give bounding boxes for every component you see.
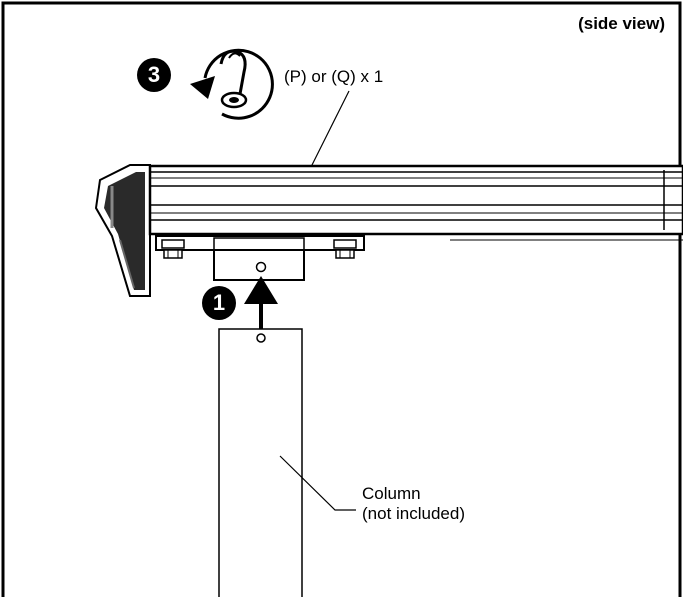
- column-receiver: [213, 249, 305, 281]
- tighten-bolt-icon: [190, 48, 274, 120]
- column-label-line-1: Column: [362, 484, 421, 503]
- column: [218, 328, 303, 597]
- mounting-plate: [155, 235, 365, 259]
- shelf-rail: [148, 164, 683, 241]
- side-view-label: (side view): [578, 14, 665, 33]
- column-leader-line: [279, 455, 356, 511]
- step-3-badge: 3: [137, 58, 171, 92]
- shelf-end-cap: [94, 164, 151, 297]
- column-label: Column (not included): [362, 484, 465, 523]
- step-1-badge: 1: [202, 286, 236, 320]
- insert-arrow: [244, 276, 278, 336]
- column-label-line-2: (not included): [362, 503, 466, 523]
- part-quantity-label: (P) or (Q) x 1: [284, 67, 384, 86]
